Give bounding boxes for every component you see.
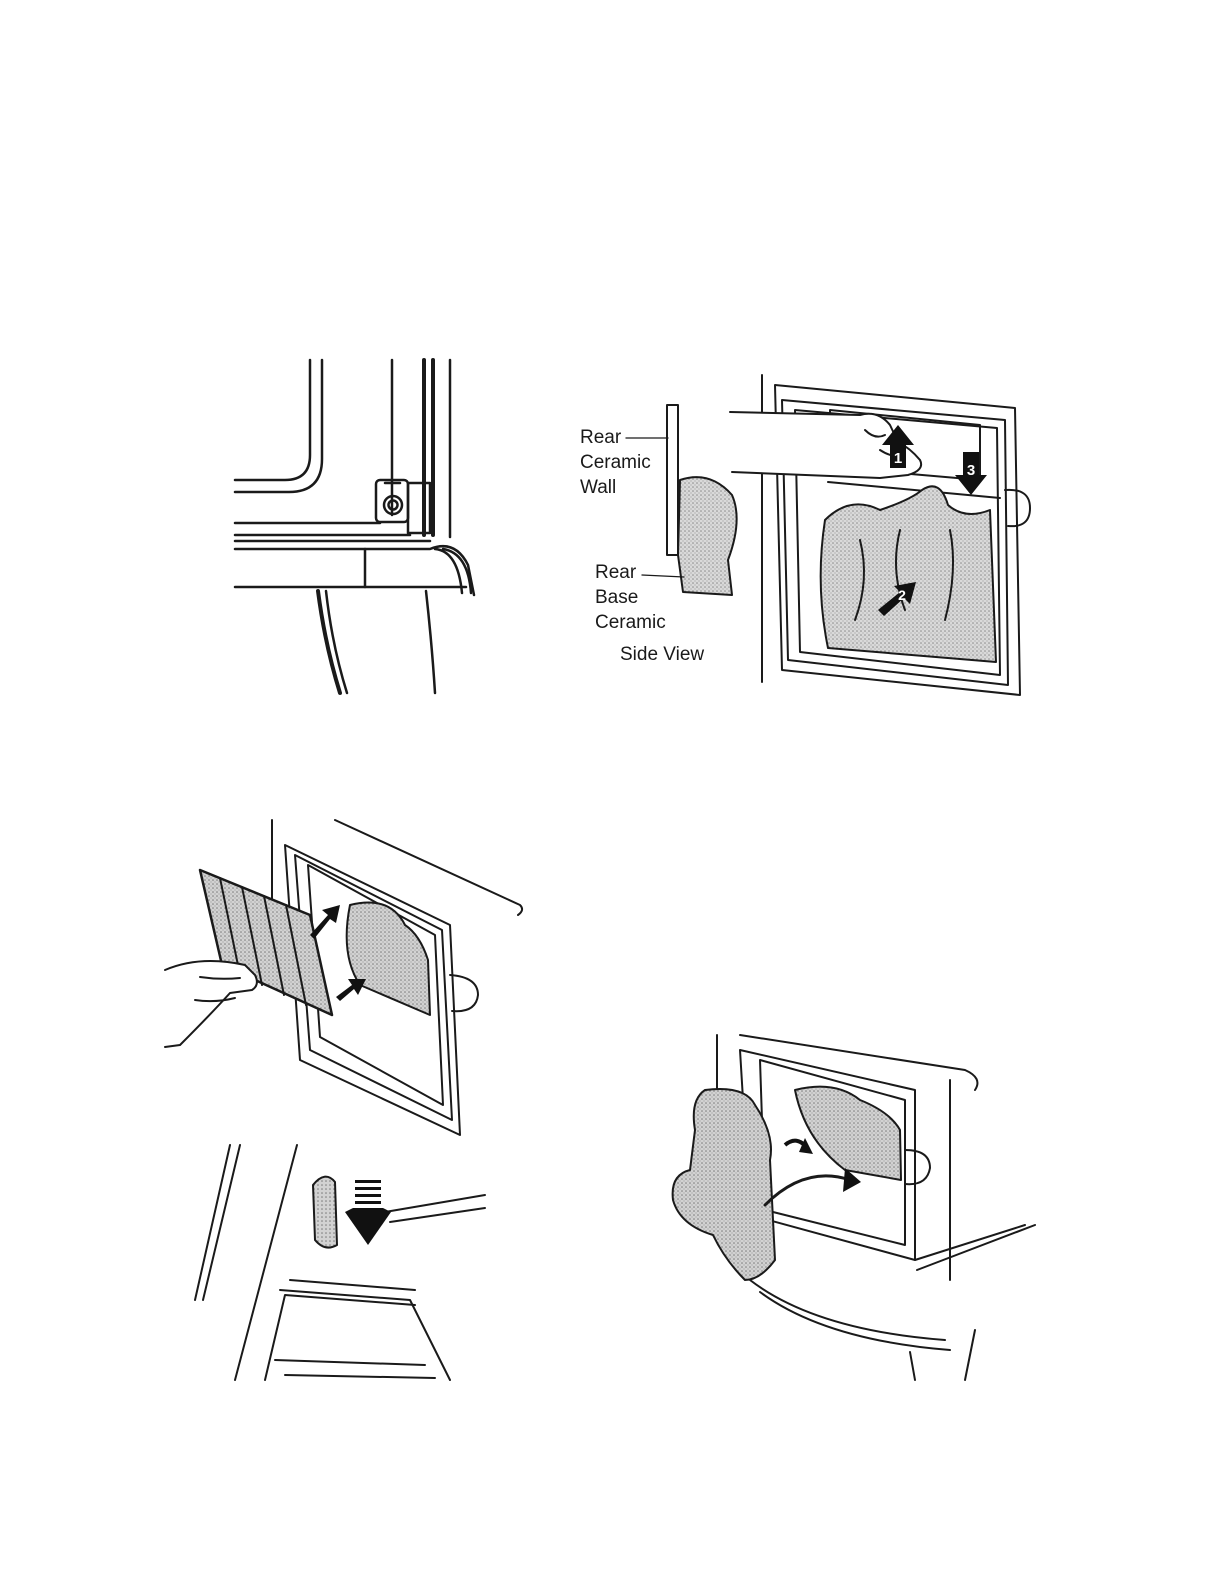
step-3-label: 3 [967,462,975,479]
label-side-view: Side View [620,642,704,667]
label-rear-ceramic-wall: Rear Ceramic Wall [580,425,651,500]
step-arrow-3: 3 [955,452,987,495]
label-rear-base-ceramic: Rear Base Ceramic [595,560,666,635]
step-1-label: 1 [894,450,902,467]
figure-insert-panel [160,815,530,1145]
figure-press-clip [185,1140,495,1385]
step-2-label: 2 [898,587,906,603]
figure-door-corner [230,355,490,700]
figure-rotate-filter [665,1030,1040,1385]
